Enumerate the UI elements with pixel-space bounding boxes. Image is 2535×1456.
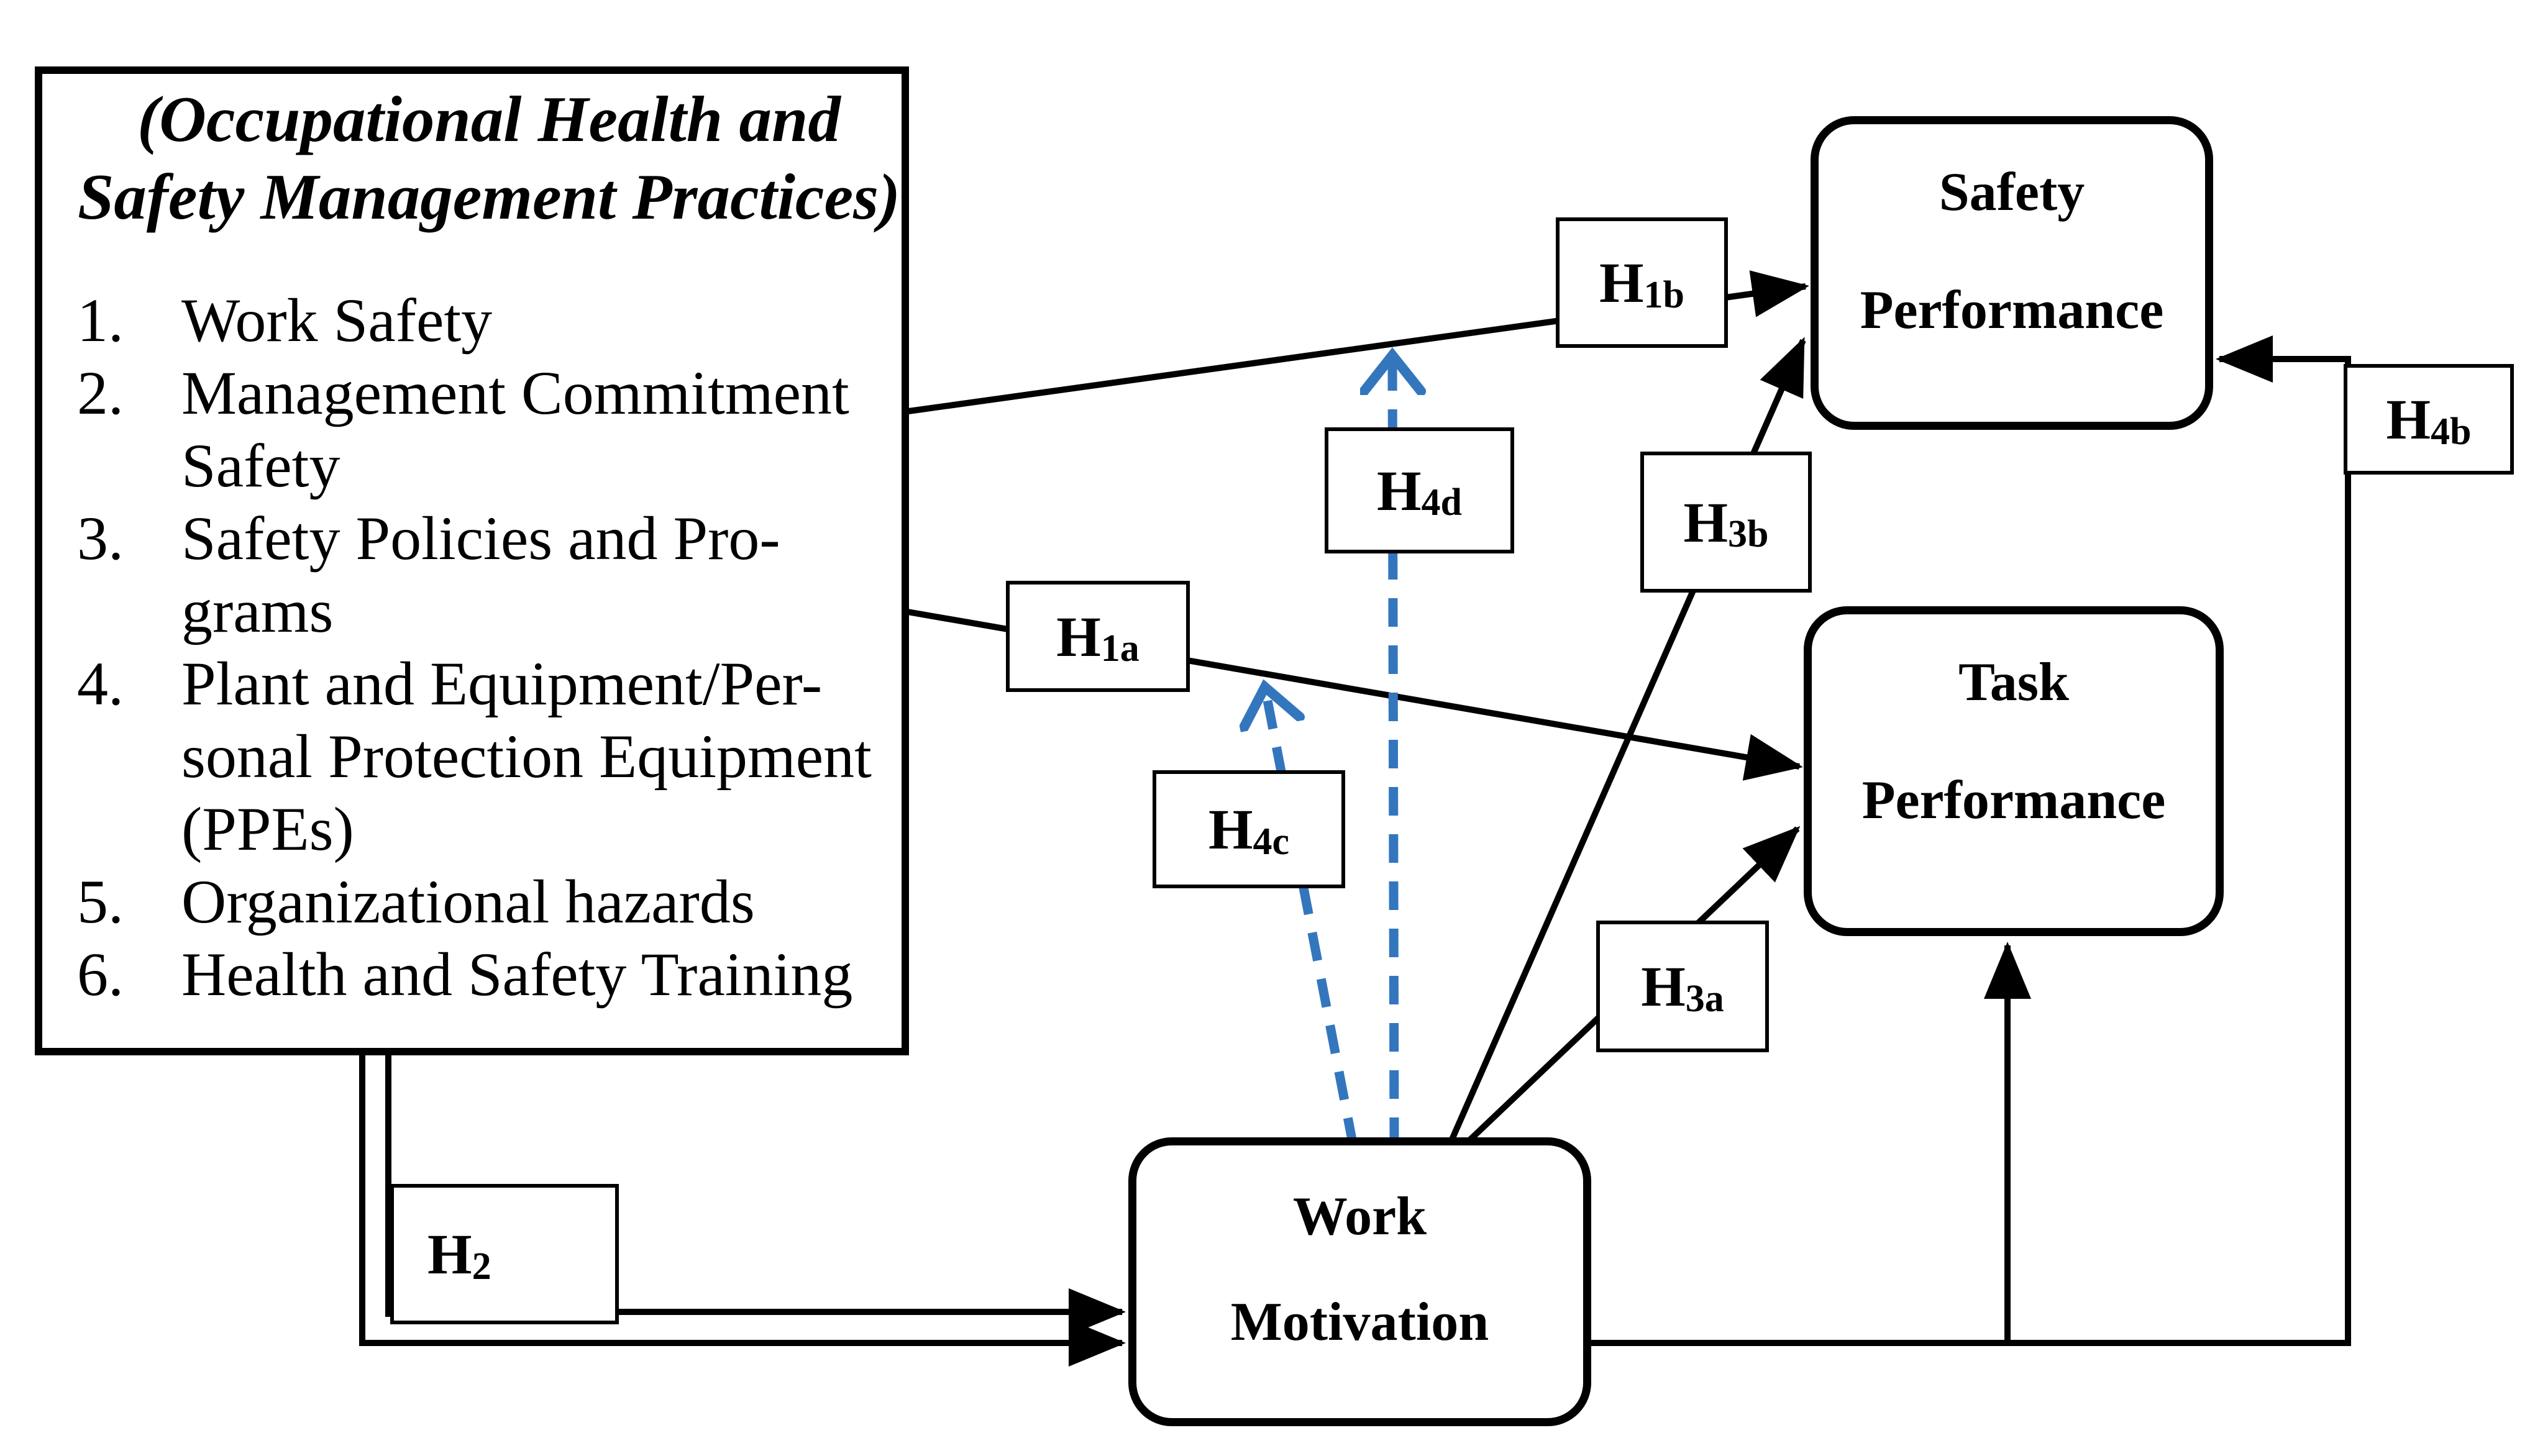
list-item: 2. Management Commitment Safety bbox=[42, 357, 902, 502]
work-motivation-box: Work Motivation bbox=[1128, 1137, 1591, 1426]
label-h4b-sub: 4b bbox=[2431, 410, 2472, 453]
list-item-number: 5. bbox=[77, 867, 124, 936]
label-h4d-main: H bbox=[1376, 458, 1422, 522]
list-item: 3. Safety Policies and Pro- grams bbox=[42, 502, 902, 647]
label-h3a-main: H bbox=[1641, 955, 1686, 1018]
label-h1a-sub: 1a bbox=[1100, 627, 1140, 670]
dashed-arrow-h4c-moderation bbox=[1266, 691, 1358, 1147]
list-item-number: 4. bbox=[77, 649, 124, 718]
list-item-number: 2. bbox=[77, 358, 124, 427]
list-item-number: 6. bbox=[77, 940, 124, 1009]
task-performance-box: Task Performance bbox=[1804, 606, 2224, 936]
list-item: 1. Work Safety bbox=[42, 284, 902, 357]
list-item-text: Organizational hazards bbox=[181, 867, 755, 936]
list-item-text: Plant and Equipment/Per- sonal Protectio… bbox=[181, 649, 872, 863]
arrow-h2-lower-to-motivation bbox=[359, 1053, 1126, 1367]
safety-performance-box: Safety Performance bbox=[1811, 116, 2213, 430]
label-h4c-sub: 4c bbox=[1253, 820, 1290, 863]
list-item-number: 3. bbox=[77, 504, 124, 573]
list-item: 5. Organizational hazards bbox=[42, 865, 902, 938]
label-h4b-main: H bbox=[2386, 388, 2431, 451]
arrow-h4b-motivation-to-safety-performance bbox=[1587, 335, 2351, 1346]
list-item-text: Safety Policies and Pro- grams bbox=[181, 504, 780, 645]
label-h1a-main: H bbox=[1056, 604, 1101, 668]
list-item-text: Work Safety bbox=[181, 286, 493, 355]
list-item-number: 1. bbox=[77, 286, 124, 355]
label-h4d-sub: 4d bbox=[1421, 481, 1463, 524]
ohs-practices-title: (Occupational Health and Safety Manageme… bbox=[78, 83, 900, 233]
dashed-arrow-h4d-moderation bbox=[1392, 359, 1394, 1147]
label-h3b-sub: 3b bbox=[1728, 513, 1769, 555]
label-h1b-main: H bbox=[1599, 251, 1644, 314]
list-item: 4. Plant and Equipment/Per- sonal Protec… bbox=[42, 647, 902, 865]
label-h1b-sub: 1b bbox=[1643, 273, 1685, 316]
list-item-text: Management Commitment Safety bbox=[181, 358, 849, 500]
label-h3a-sub: 3a bbox=[1685, 977, 1724, 1020]
label-h3b-main: H bbox=[1683, 490, 1729, 554]
label-h4c-main: H bbox=[1208, 798, 1253, 861]
list-item: 6. Health and Safety Training bbox=[42, 938, 902, 1011]
ohs-practices-box: (Occupational Health and Safety Manageme… bbox=[35, 66, 909, 1055]
ohs-practices-list: 1. Work Safety 2. Management Commitment … bbox=[42, 284, 902, 1011]
label-h2-sub: 2 bbox=[472, 1245, 491, 1288]
label-h2-main: H bbox=[427, 1222, 472, 1286]
list-item-text: Health and Safety Training bbox=[181, 940, 853, 1009]
